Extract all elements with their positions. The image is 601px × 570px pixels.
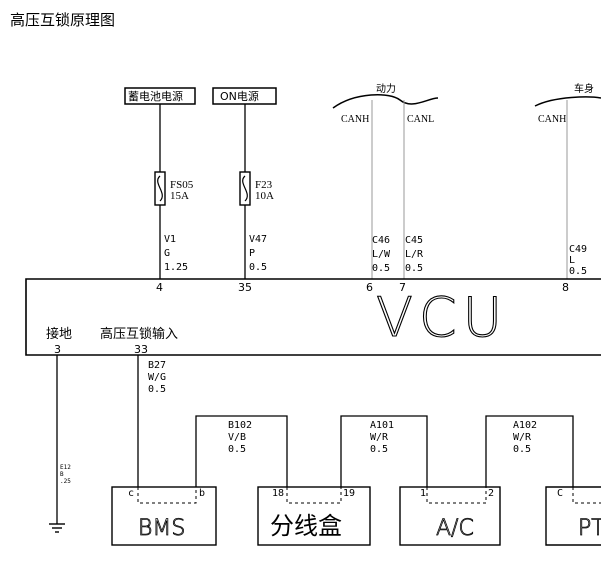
wire-b102-size: 0.5 (228, 444, 246, 455)
fuse-fs05-symbol (154, 171, 166, 206)
module-ac-pin-2: 2 (488, 488, 494, 499)
module-pt (545, 486, 601, 546)
body-bus-label: 车身 (574, 82, 594, 95)
module-bms-pin-c: c (128, 488, 134, 499)
wire-a101-code: A101 (370, 420, 394, 431)
module-bms (111, 486, 217, 546)
wire-e12-size: .25 (60, 478, 71, 485)
ground-label: 接地 (46, 326, 72, 342)
power-canl-label: CANL (407, 114, 434, 125)
wire-c49-color: L (569, 255, 575, 266)
wire-c45-size: 0.5 (405, 263, 423, 274)
module-ac-name: A/C (436, 516, 474, 541)
fuse-fs05-rating: 15A (170, 190, 189, 202)
vcu-pin-8: 8 (562, 281, 569, 294)
fuse-f23-rating: 10A (255, 190, 274, 202)
vcu-pin-4: 4 (156, 281, 163, 294)
fuse-f23-name: F23 (255, 179, 273, 191)
vcu-box (25, 278, 601, 356)
vcu-pin-7: 7 (399, 281, 406, 294)
on-power-label: ON电源 (220, 89, 259, 103)
module-bms-name: BMS (138, 516, 185, 541)
wire-a101-size: 0.5 (370, 444, 388, 455)
module-pt-pin-c: C (557, 488, 563, 499)
module-pt-name: PT (578, 516, 601, 541)
wire-c46-size: 0.5 (372, 263, 390, 274)
wire-c49-code: C49 (569, 244, 587, 255)
wire-c46-code: C46 (372, 235, 390, 246)
wire-b102-color: V/B (228, 432, 246, 443)
wire-c46-color: L/W (372, 249, 391, 260)
wire-e12-color: B (60, 471, 64, 478)
wire-v1-size: 1.25 (164, 262, 188, 273)
module-ac-pin-1: 1 (420, 488, 426, 499)
power-canh-label: CANH (341, 114, 369, 125)
battery-power-label: 蓄电池电源 (128, 89, 183, 103)
vcu-name: VCU (376, 286, 508, 349)
wire-b102-code: B102 (228, 420, 252, 431)
wire-e12-code: E12 (60, 464, 71, 471)
wire-c49-size: 0.5 (569, 266, 587, 277)
wire-v1-code: V1 (164, 234, 176, 245)
vcu-pin-3: 3 (54, 343, 61, 356)
wire-v47-code: V47 (249, 234, 267, 245)
body-can-bus-curve (534, 96, 601, 107)
wire-v47-size: 0.5 (249, 262, 267, 273)
power-can-bus-curve (332, 94, 439, 109)
vcu-pin-35: 35 (238, 281, 252, 294)
wire-a101-color: W/R (370, 432, 389, 443)
wire-v1-color: G (164, 248, 170, 259)
wire-b27-color: W/G (148, 372, 166, 383)
wire-a101 (340, 415, 428, 487)
wire-a102-code: A102 (513, 420, 537, 431)
wire-v47-color: P (249, 248, 255, 259)
wire-a102 (485, 415, 574, 487)
module-junction-box-pin-19: 19 (343, 488, 355, 499)
power-bus-label: 动力 (376, 82, 396, 95)
wire-b102 (195, 415, 288, 487)
module-junction-box (257, 486, 371, 546)
module-ac (399, 486, 501, 546)
page-title: 高压互锁原理图 (10, 11, 115, 29)
vcu-pin-33: 33 (134, 343, 148, 356)
wire-b27-size: 0.5 (148, 384, 166, 395)
wire-a102-color: W/R (513, 432, 532, 443)
fuse-f23-symbol (239, 171, 251, 206)
module-junction-box-pin-18: 18 (272, 488, 284, 499)
module-bms-pin-b: b (199, 488, 205, 499)
interlock-input-label: 高压互锁输入 (100, 326, 178, 342)
ground-icon (49, 523, 65, 533)
wire-b27-code: B27 (148, 360, 166, 371)
body-canh-label: CANH (538, 114, 566, 125)
vcu-pin-6: 6 (366, 281, 373, 294)
fuse-fs05-name: FS05 (170, 179, 194, 191)
wire-c45-color: L/R (405, 249, 424, 260)
module-junction-box-name: 分线盒 (270, 512, 342, 540)
wire-a102-size: 0.5 (513, 444, 531, 455)
wire-c45-code: C45 (405, 235, 423, 246)
